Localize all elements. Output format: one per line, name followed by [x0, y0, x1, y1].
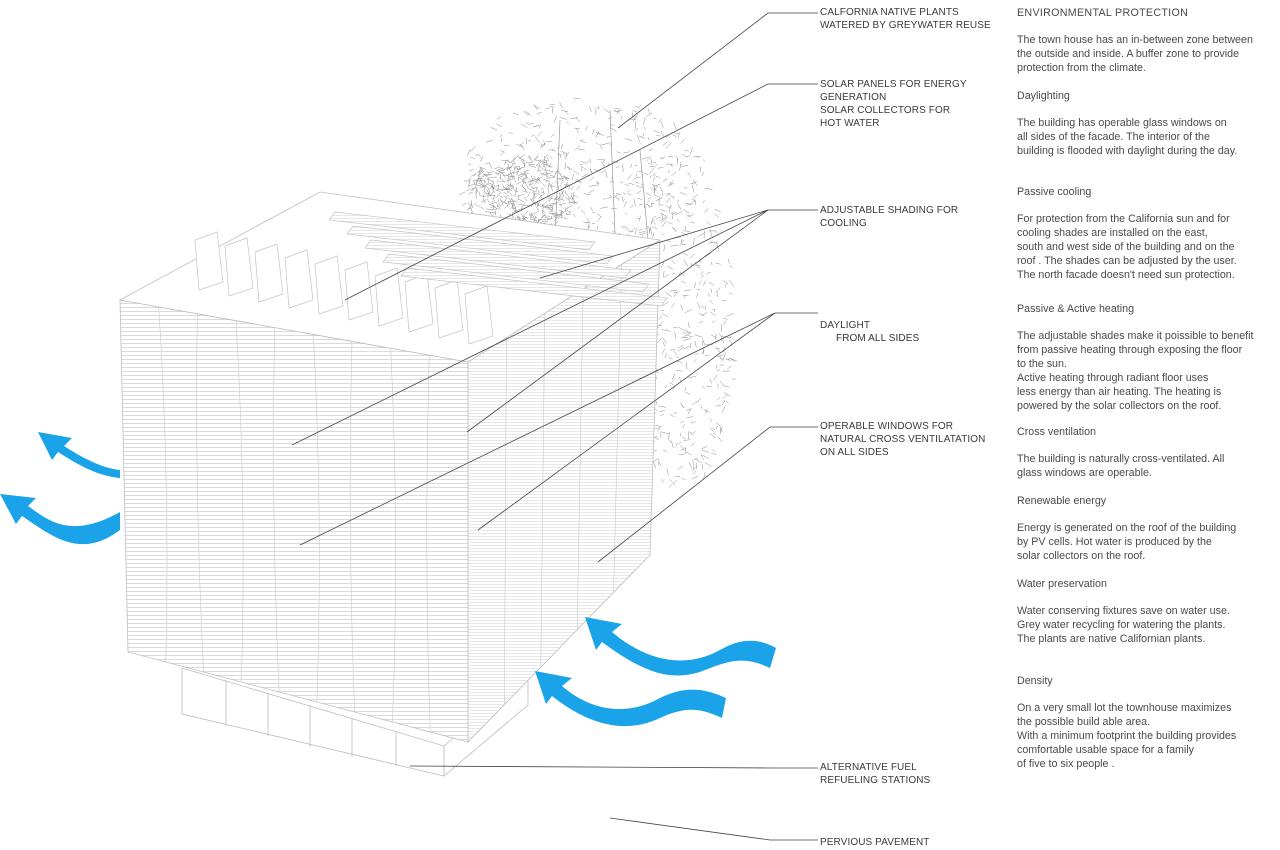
- section-body: The adjustable shades make it poissible …: [1017, 330, 1254, 412]
- section-density: Density On a very small lot the townhous…: [1017, 674, 1275, 771]
- section-body: The building is naturally cross-ventilat…: [1017, 453, 1225, 479]
- section-title: Density: [1017, 675, 1053, 687]
- section-water-preservation: Water preservation Water conserving fixt…: [1017, 577, 1275, 646]
- section-title: Cross ventilation: [1017, 426, 1097, 438]
- leader-lines: [291, 12, 818, 841]
- callout-california-plants: CALFORNIA NATIVE PLANTS WATERED BY GREYW…: [820, 7, 991, 31]
- callout-pervious-pavement: PERVIOUS PAVEMENT: [820, 837, 930, 848]
- building-volume: [118, 191, 668, 743]
- section-body: For protection from the California sun a…: [1017, 213, 1237, 281]
- callout-daylight-sides: FROM ALL SIDES: [836, 333, 920, 344]
- callout-daylight-label: DAYLIGHT: [820, 320, 871, 331]
- section-renewable-energy: Renewable energy Energy is generated on …: [1017, 494, 1275, 563]
- callout-solar-panels: SOLAR PANELS FOR ENERGY GENERATION SOLAR…: [820, 79, 967, 129]
- section-title: Daylighting: [1017, 90, 1070, 102]
- callout-daylight: DAYLIGHT FROM ALL SIDES: [820, 306, 919, 345]
- section-daylighting: Daylighting The building has operable gl…: [1017, 89, 1275, 158]
- section-body: Energy is generated on the roof of the b…: [1017, 522, 1237, 562]
- environmental-protection-panel: ENVIRONMENTAL PROTECTION The town house …: [1017, 6, 1275, 771]
- section-passive-active-heating: Passive & Active heating The adjustable …: [1017, 302, 1275, 413]
- callout-adjustable-shading: ADJUSTABLE SHADING FOR COOLING: [820, 205, 959, 229]
- section-body: On a very small lot the townhouse maximi…: [1017, 702, 1237, 770]
- section-body: The building has operable glass windows …: [1017, 117, 1238, 157]
- section-title: Passive cooling: [1017, 186, 1092, 198]
- section-title: Renewable energy: [1017, 495, 1107, 507]
- section-cross-ventilation: Cross ventilation The building is natura…: [1017, 425, 1275, 480]
- callout-alternative-fuel: ALTERNATIVE FUEL REFUELING STATIONS: [820, 762, 931, 786]
- section-title: Passive & Active heating: [1017, 303, 1135, 315]
- section-passive-cooling: Passive cooling For protection from the …: [1017, 185, 1275, 282]
- panel-intro: The town house has an in-between zone be…: [1017, 34, 1253, 74]
- section-title: Water preservation: [1017, 578, 1107, 590]
- callout-operable-windows: OPERABLE WINDOWS FOR NATURAL CROSS VENTI…: [820, 421, 986, 458]
- airflow-arrows: [0, 432, 776, 727]
- section-body: Water conserving fixtures save on water …: [1017, 605, 1230, 645]
- panel-heading: ENVIRONMENTAL PROTECTION: [1017, 7, 1189, 19]
